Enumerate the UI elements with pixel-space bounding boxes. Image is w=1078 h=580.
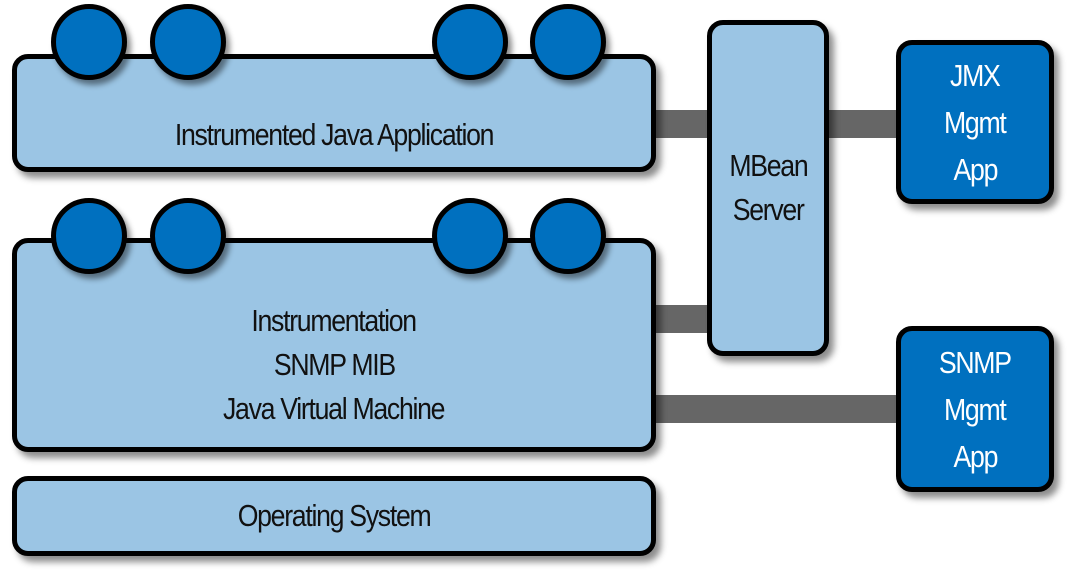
server-label: Server (732, 192, 805, 227)
snmp-app-label: App (953, 438, 998, 474)
jmx-mgmt-label: Mgmt (944, 104, 1007, 140)
operating-system-box: Operating System (12, 476, 656, 556)
mbean-port-4 (530, 4, 606, 80)
operating-system-label: Operating System (237, 498, 432, 533)
jvm-port-4 (530, 198, 606, 274)
jmx-label: JMX (950, 57, 1001, 93)
jvm-port-1 (51, 198, 127, 274)
mbean-port-1 (51, 4, 127, 80)
snmp-mib-label: SNMP MIB (273, 347, 395, 382)
snmp-mgmt-label: Mgmt (944, 391, 1007, 427)
jmx-mgmt-app-box: JMX Mgmt App (896, 40, 1054, 204)
java-virtual-machine-label: Java Virtual Machine (223, 391, 445, 426)
snmp-mgmt-app-box: SNMP Mgmt App (896, 326, 1054, 492)
arrow-jmx-to-mbean (785, 92, 905, 156)
instrumentation-label: Instrumentation (251, 303, 418, 338)
mbean-port-3 (432, 4, 508, 80)
java-virtual-machine-box: Instrumentation SNMP MIB Java Virtual Ma… (12, 238, 656, 452)
snmp-label: SNMP (939, 344, 1012, 380)
mbean-label: MBean (728, 148, 808, 183)
jvm-port-3 (432, 198, 508, 274)
jmx-app-label: App (953, 151, 998, 187)
mbean-port-2 (150, 4, 226, 80)
arrow-snmp-to-jvm (595, 377, 905, 441)
mbean-server-box: MBean Server (707, 20, 829, 356)
instrumented-java-application-label: Instrumented Java Application (174, 117, 495, 152)
jvm-port-2 (150, 198, 226, 274)
